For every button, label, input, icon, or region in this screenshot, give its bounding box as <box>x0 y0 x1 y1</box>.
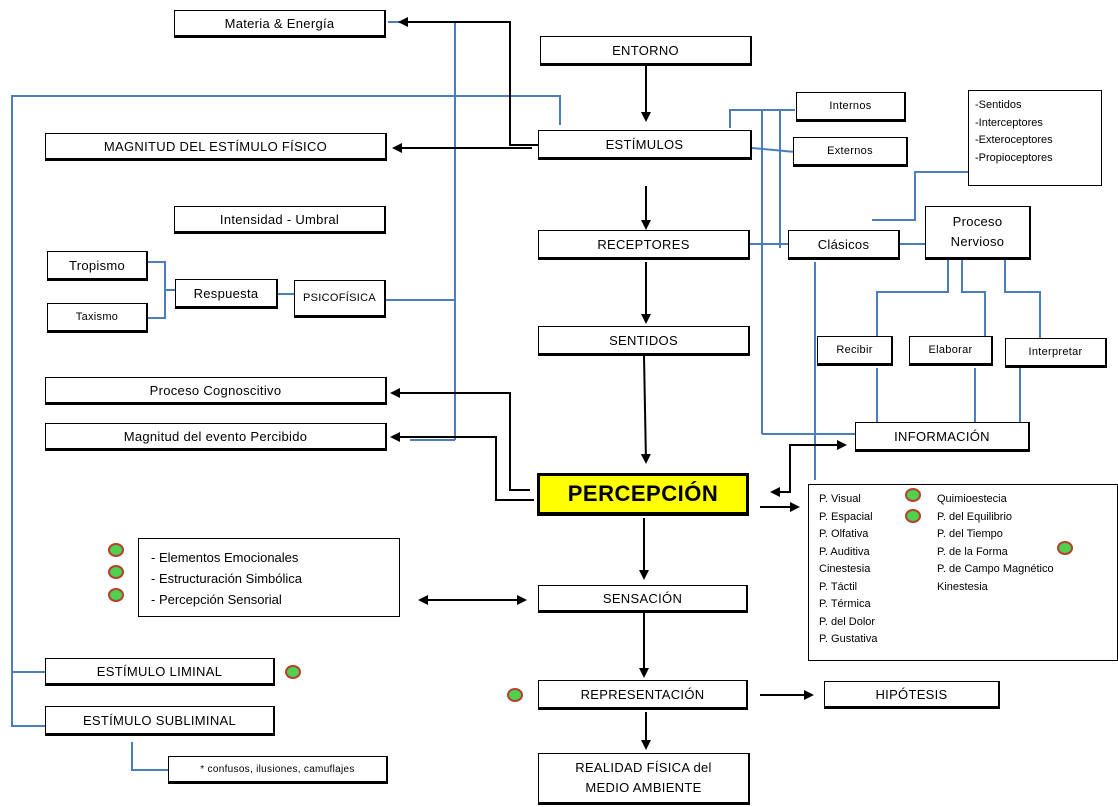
interpretar-label: Interpretar <box>1028 346 1083 358</box>
receptores-box: RECEPTORES <box>538 230 750 260</box>
sentidos-label: SENTIDOS <box>609 332 678 348</box>
green-marker-icon <box>108 588 124 602</box>
sentidos-box: SENTIDOS <box>538 326 750 356</box>
estimulo-liminal-label: ESTÍMULO LIMINAL <box>96 663 223 679</box>
estimulo-subliminal-label: ESTÍMULO SUBLIMINAL <box>82 712 237 728</box>
green-marker-icon <box>507 688 523 702</box>
estimulo-subliminal-box: ESTÍMULO SUBLIMINAL <box>45 706 275 736</box>
perception-type-item: P. del Dolor <box>819 615 876 628</box>
representacion-box: REPRESENTACIÓN <box>538 680 748 710</box>
materia-energia-label: Materia & Energía <box>224 15 335 31</box>
perception-type-item: P. del Equilibrio <box>937 510 1013 523</box>
perception-type-item: P. Espacial <box>819 510 873 523</box>
elaborar-box: Elaborar <box>909 336 993 366</box>
percepcion-box: PERCEPCIÓN <box>537 473 749 516</box>
magnitud-estimulo-label: MAGNITUD DEL ESTÍMULO FÍSICO <box>103 138 328 154</box>
receptores-label: RECEPTORES <box>597 236 690 252</box>
estimulos-box: ESTÍMULOS <box>538 130 752 160</box>
emotional-item: - Percepción Sensorial <box>151 592 282 607</box>
proceso-nervioso-label-2: Nervioso <box>950 234 1005 249</box>
hipotesis-label: HIPÓTESIS <box>875 686 948 702</box>
receptor-types-box: -Sentidos -Interceptores -Exteroceptores… <box>968 90 1102 186</box>
entorno-box: ENTORNO <box>540 36 752 66</box>
green-marker-icon <box>905 488 921 502</box>
emotional-item: - Elementos Emocionales <box>151 550 299 565</box>
emotional-item: - Estructuración Simbólica <box>151 571 302 586</box>
elaborar-label: Elaborar <box>928 344 973 356</box>
perception-type-item: P. del Tiempo <box>937 528 1003 540</box>
taxismo-box: Taxismo <box>47 303 148 333</box>
perception-type-item: P. Visual <box>819 493 861 505</box>
tropismo-box: Tropismo <box>47 251 148 281</box>
interpretar-box: Interpretar <box>1005 338 1107 368</box>
internos-label: Internos <box>829 100 872 112</box>
externos-box: Externos <box>793 137 908 167</box>
perception-type-item: Kinestesia <box>937 580 988 593</box>
green-marker-icon <box>905 509 921 523</box>
tropismo-label: Tropismo <box>68 257 126 273</box>
estimulos-label: ESTÍMULOS <box>605 136 684 152</box>
magnitud-evento-label: Magnitud del evento Percibido <box>123 428 308 444</box>
realidad-fisica-box: REALIDAD FÍSICA del MEDIO AMBIENTE <box>538 753 750 805</box>
taxismo-label: Taxismo <box>75 311 119 323</box>
hipotesis-box: HIPÓTESIS <box>824 681 1000 709</box>
green-marker-icon <box>285 665 301 679</box>
magnitud-estimulo-box: MAGNITUD DEL ESTÍMULO FÍSICO <box>45 133 387 161</box>
perception-type-item: P. Táctil <box>819 580 858 593</box>
materia-energia-box: Materia & Energía <box>174 10 386 38</box>
informacion-label: INFORMACIÓN <box>894 428 990 444</box>
proceso-nervioso-label-1: Proceso <box>952 214 1003 229</box>
perception-types-box: P. Visual P. Espacial P. Olfativa P. Aud… <box>808 484 1118 661</box>
perception-type-item: P. Gustativa <box>819 633 878 645</box>
percepcion-label: PERCEPCIÓN <box>567 481 719 506</box>
recibir-box: Recibir <box>817 336 893 366</box>
confusos-note-box: * confusos, ilusiones, camuflajes <box>168 756 388 784</box>
sensacion-box: SENSACIÓN <box>538 585 748 613</box>
proceso-nervioso-box: Proceso Nervioso <box>925 206 1031 260</box>
green-marker-icon <box>108 565 124 579</box>
perception-type-item: P. Olfativa <box>819 528 869 540</box>
emotional-elements-box: - Elementos Emocionales - Estructuración… <box>138 538 400 617</box>
proceso-cognoscitivo-box: Proceso Cognoscitivo <box>45 377 387 405</box>
informacion-box: INFORMACIÓN <box>855 422 1030 452</box>
respuesta-label: Respuesta <box>193 285 259 301</box>
perception-type-item: Cinestesia <box>819 563 871 575</box>
receptor-type-item: -Interceptores <box>975 116 1043 129</box>
perception-type-item: P. de Campo Magnético <box>937 563 1054 575</box>
internos-box: Internos <box>796 92 906 122</box>
representacion-label: REPRESENTACIÓN <box>580 686 705 702</box>
intensidad-umbral-box: Intensidad - Umbral <box>174 206 386 234</box>
realidad-fisica-label-1: REALIDAD FÍSICA del <box>575 760 712 775</box>
clasicos-box: Clásicos <box>788 230 900 260</box>
green-marker-icon <box>108 543 124 557</box>
realidad-fisica-label-2: MEDIO AMBIENTE <box>585 780 702 795</box>
externos-label: Externos <box>827 145 873 157</box>
respuesta-box: Respuesta <box>175 279 278 309</box>
clasicos-label: Clásicos <box>817 236 870 252</box>
estimulo-liminal-box: ESTÍMULO LIMINAL <box>45 658 275 686</box>
green-marker-icon <box>1057 541 1073 555</box>
confusos-note-label: * confusos, ilusiones, camuflajes <box>200 763 355 775</box>
perception-type-item: P. de la Forma <box>937 545 1008 558</box>
recibir-label: Recibir <box>836 344 873 356</box>
sensacion-label: SENSACIÓN <box>602 590 683 606</box>
receptor-type-item: -Sentidos <box>975 99 1022 111</box>
psicofisica-box: PSICOFÍSICA <box>294 280 386 318</box>
psicofisica-label: PSICOFÍSICA <box>303 292 376 304</box>
receptor-type-item: -Exteroceptores <box>975 134 1053 146</box>
intensidad-umbral-label: Intensidad - Umbral <box>219 211 340 227</box>
perception-type-item: P. Térmica <box>819 598 871 610</box>
entorno-label: ENTORNO <box>612 42 679 58</box>
magnitud-evento-box: Magnitud del evento Percibido <box>45 423 387 451</box>
perception-type-item: Quimioestecia <box>937 493 1007 505</box>
receptor-type-item: -Propioceptores <box>975 151 1053 164</box>
perception-type-item: P. Auditiva <box>819 545 870 558</box>
proceso-cognoscitivo-label: Proceso Cognoscitivo <box>149 382 282 398</box>
